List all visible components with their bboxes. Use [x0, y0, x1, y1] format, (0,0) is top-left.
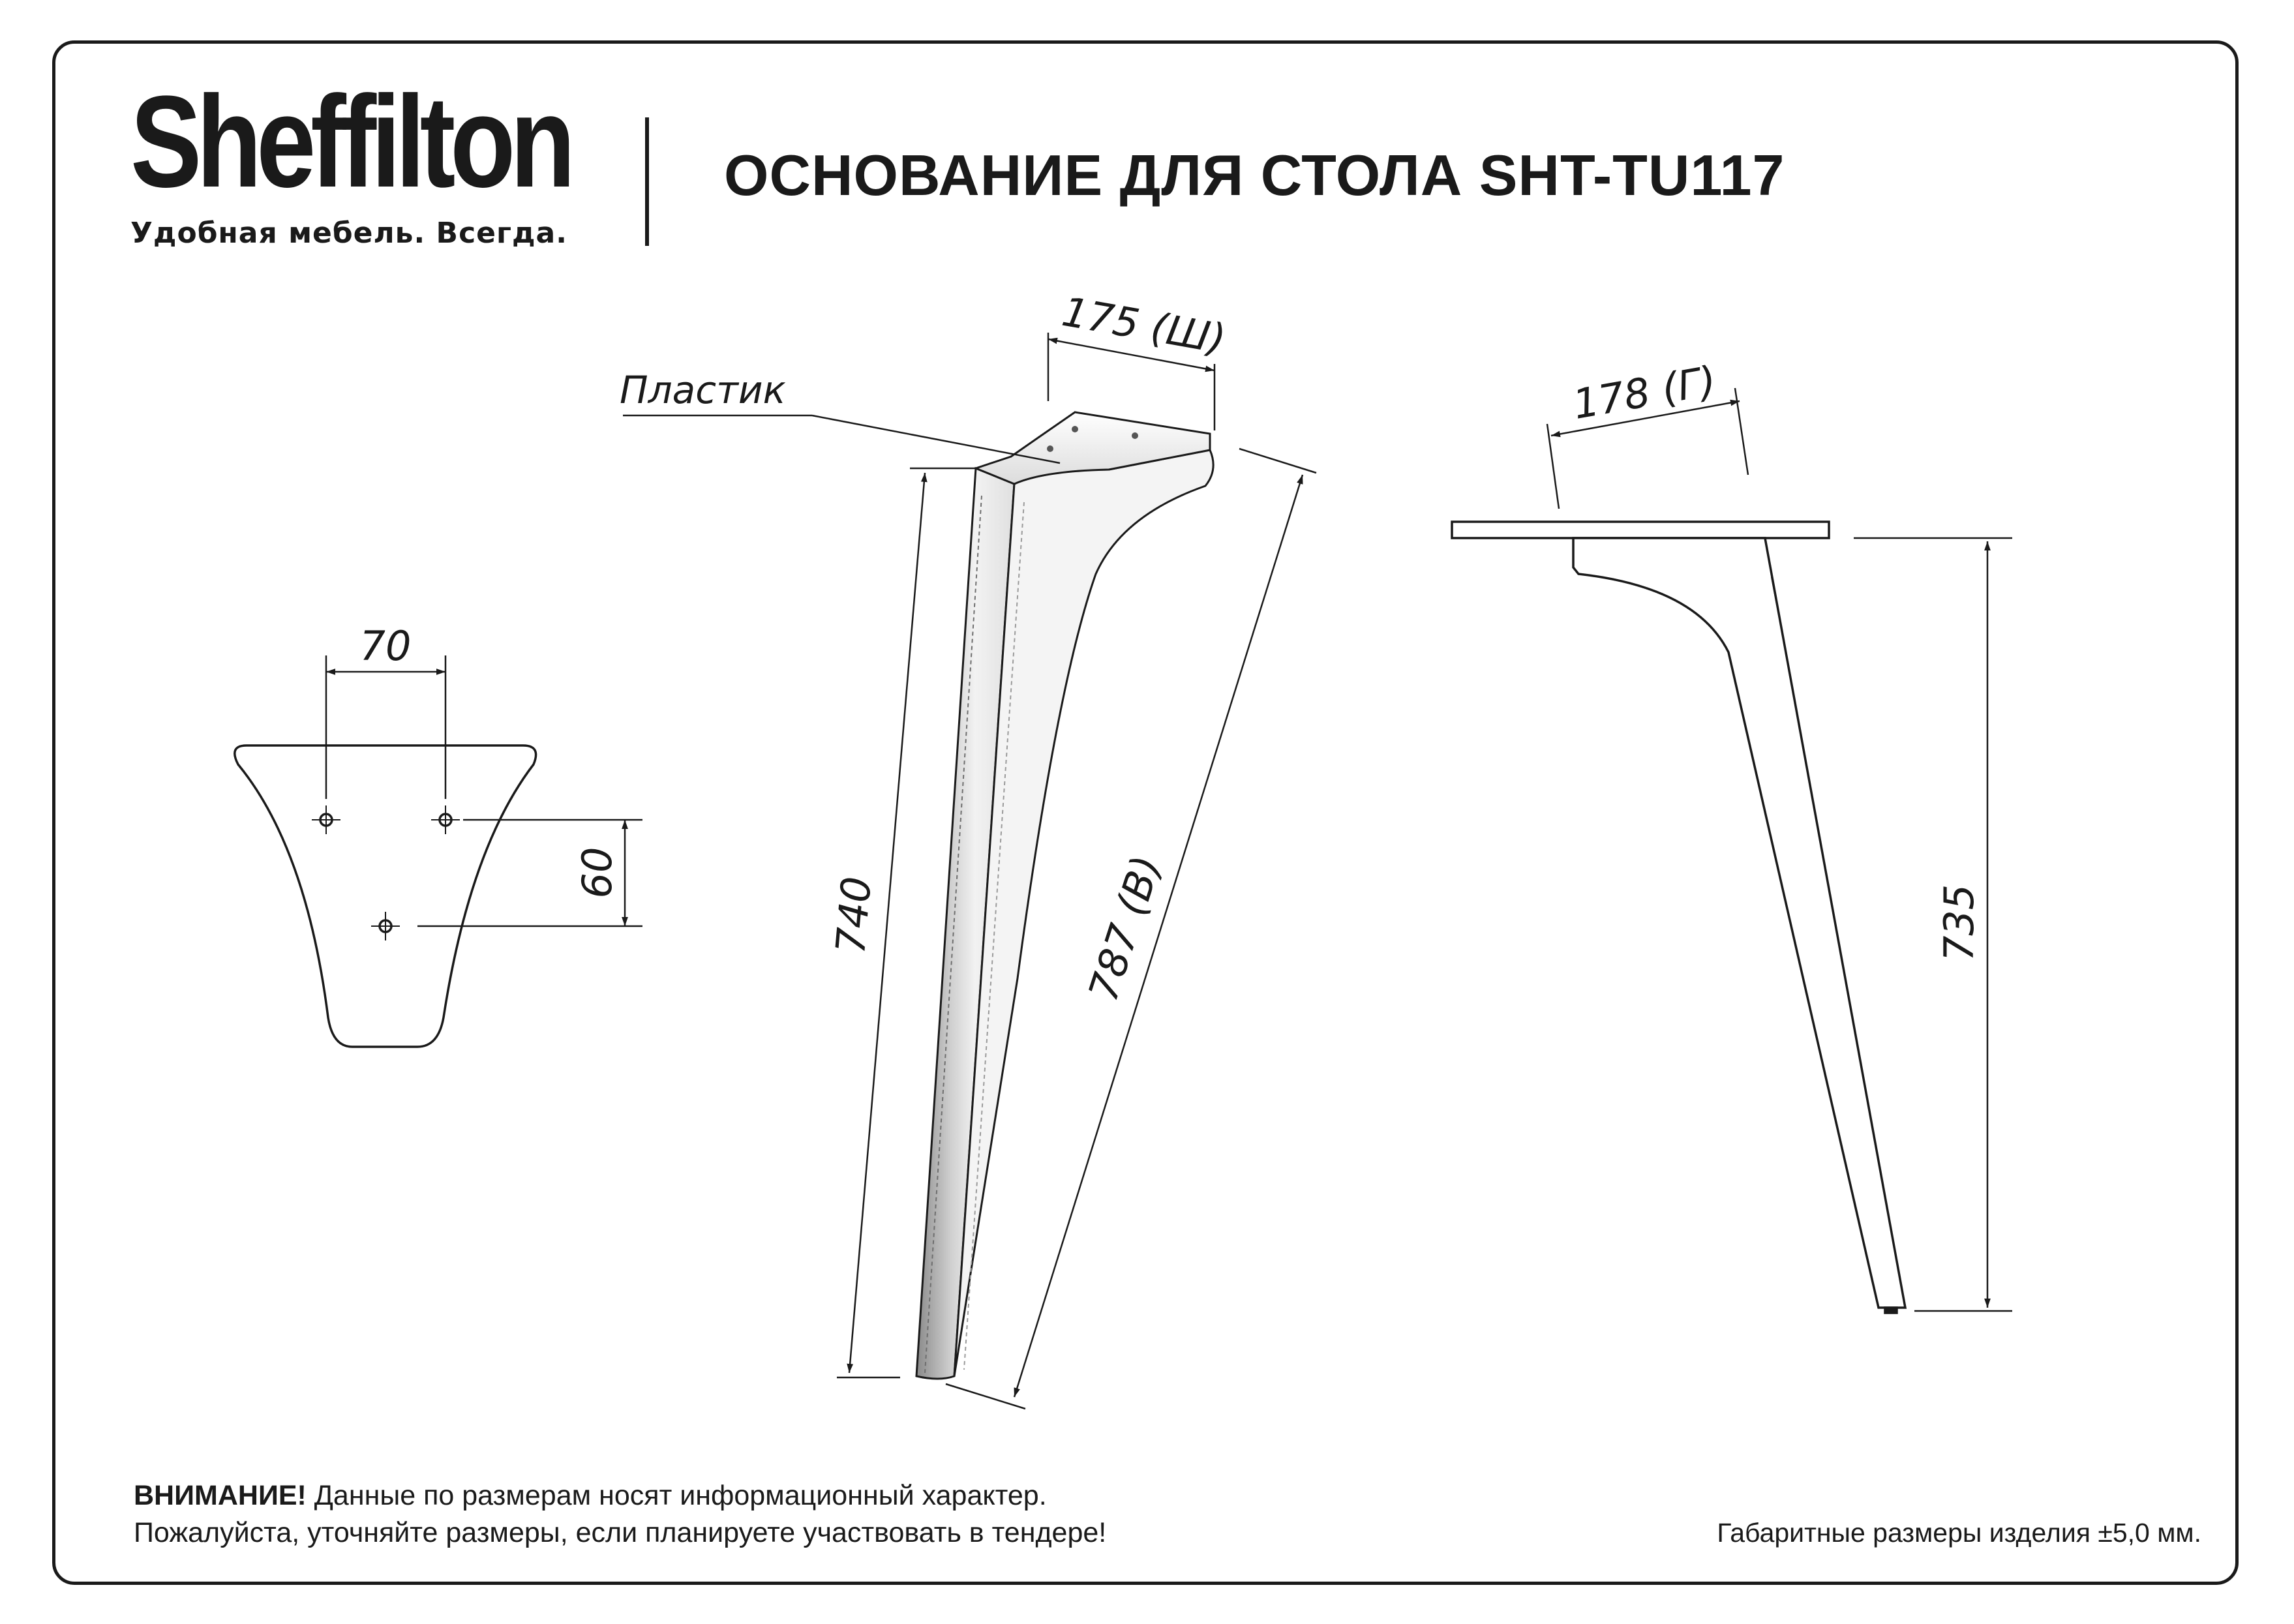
dim-width — [1047, 333, 1216, 430]
brand-slogan: Удобная мебель. Всегда. — [130, 217, 567, 250]
side-view-leg — [1572, 537, 1907, 1309]
notice-line-2: Пожалуйста, уточняйте размеры, если план… — [134, 1517, 1107, 1548]
brand-name: Sheffilton — [130, 69, 575, 215]
dim-label-holes-y: 60 — [573, 847, 621, 899]
dim-label-depth: 178 (Г) — [1569, 357, 1719, 429]
dim-label-width: 175 (Ш) — [1059, 288, 1230, 363]
side-view — [1451, 520, 1907, 1314]
mounting-hole — [371, 912, 400, 940]
notice-line-1-rest: Данные по размерам носят информационный … — [306, 1480, 1047, 1511]
side-view-tabletop — [1451, 520, 1830, 539]
dim-label-leg-length: 787 (В) — [1079, 850, 1170, 1006]
top-plate-view — [234, 655, 642, 1048]
plastic-leader-arrow — [811, 414, 1061, 464]
drawing-frame — [52, 40, 2239, 1585]
notice-lead: ВНИМАНИЕ! — [134, 1480, 307, 1511]
mounting-hole — [312, 805, 340, 834]
dim-depth — [1546, 387, 1749, 509]
brand-logo: Sheffilton Удобная мебель. Всегда. — [130, 77, 667, 250]
dim-label-side-height: 735 — [1935, 884, 1983, 961]
dim-leg-length — [945, 447, 1317, 1410]
tolerance-note: Габаритные размеры изделия ±5,0 мм. — [1717, 1518, 2201, 1548]
document-title: ОСНОВАНИЕ ДЛЯ СТОЛА SHT-TU117 — [724, 143, 1785, 207]
dim-leg-vertical — [837, 467, 975, 1379]
notice-line-1: ВНИМАНИЕ! Данные по размерам носят инфор… — [134, 1477, 1106, 1514]
dim-label-leg-vertical: 740 — [826, 875, 881, 955]
title-divider — [645, 117, 649, 246]
notice-block: ВНИМАНИЕ! Данные по размерам носят инфор… — [134, 1477, 1106, 1552]
material-label: Пластик — [620, 368, 786, 412]
dim-label-holes-x: 70 — [360, 622, 412, 670]
mounting-hole — [431, 805, 460, 834]
top-plate-outline — [234, 744, 537, 1048]
dim-side-height — [1854, 537, 2012, 1312]
